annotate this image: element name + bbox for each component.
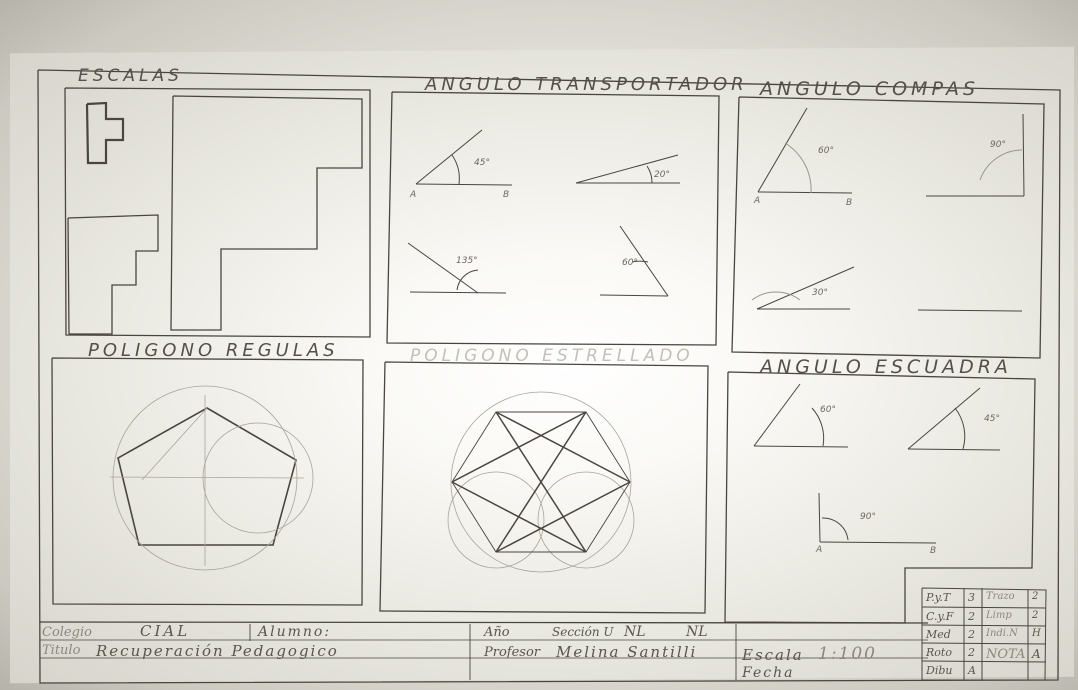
transportador-angle-2: 20°: [654, 170, 670, 180]
grade-med-value: 2: [968, 628, 975, 641]
escala-small: [85, 101, 125, 165]
panel-transportador: [386, 91, 720, 346]
profesor-value: Melina Santilli: [556, 643, 698, 661]
grade-pyt-value: 3: [968, 591, 975, 604]
seccion-label: Sección U: [552, 625, 614, 639]
grade-dibu-value: A: [968, 664, 976, 677]
title-escalas: ESCALAS: [78, 66, 183, 86]
transportador-point-b: B: [503, 190, 510, 200]
panel-escuadra: [724, 371, 1036, 624]
escala-label: Escala: [742, 646, 804, 664]
grade-limpio-label: Limp: [986, 610, 1012, 621]
title-poligono-regular: POLIGONO REGULAS: [88, 340, 339, 361]
outer-border: [37, 69, 1061, 684]
panel-poligono-estrellado: [379, 361, 709, 614]
escuadra-point-b: B: [930, 546, 937, 556]
grade-nota-value: A: [1032, 647, 1041, 661]
nl2-label: NL: [686, 624, 708, 640]
colegio-label: Colegio: [42, 625, 92, 640]
panel-poligono-regular: [51, 357, 364, 606]
grade-cyf-value: 2: [968, 610, 975, 623]
panel-compas: [731, 96, 1045, 359]
pentagon: [117, 407, 297, 546]
grade-dibu-label: Dibu: [926, 664, 953, 677]
compas-point-b: B: [846, 198, 853, 208]
grade-roto-label: Roto: [926, 646, 952, 659]
compas-point-a: A: [754, 196, 761, 206]
nl-label: NL: [624, 624, 646, 640]
transportador-point-a: A: [410, 190, 417, 200]
grade-limpio-value: 2: [1032, 610, 1039, 621]
escala-value: 1:100: [818, 644, 877, 664]
grade-indice-value: H: [1032, 628, 1041, 639]
compas-angle-2: 90°: [990, 140, 1006, 150]
grade-med-label: Med: [926, 628, 951, 641]
transportador-angle-3: 135°: [456, 256, 478, 266]
panel-escalas: [64, 87, 371, 338]
escuadra-angle-1: 60°: [820, 405, 836, 415]
escala-large: [170, 95, 363, 331]
grades-table: [921, 587, 1047, 681]
grade-nota-label: NOTA: [986, 647, 1026, 662]
compas-angle-1: 60°: [818, 146, 834, 156]
grade-cyf-label: C.y.F: [926, 610, 954, 623]
title-angulo-transportador: ANGULO TRANSPORTADOR: [425, 74, 748, 95]
anio-label: Año: [484, 625, 510, 640]
titulo-label: Titulo: [42, 643, 81, 658]
escuadra-angle-2: 45°: [984, 414, 1000, 424]
grade-indice-label: Indi.N: [986, 628, 1018, 639]
colegio-value: CIAL: [140, 622, 191, 640]
escala-medium: [67, 214, 159, 335]
grade-pyt-label: P.y.T: [926, 591, 951, 604]
fecha-label: Fecha: [742, 665, 795, 681]
transportador-angle-4: 60°: [622, 258, 638, 268]
grade-roto-value: 2: [968, 646, 975, 659]
transportador-angle-1: 45°: [474, 158, 490, 168]
title-angulo-escuadra: ANGULO ESCUADRA: [760, 356, 1012, 378]
title-poligono-estrellado: POLIGONO ESTRELLADO: [410, 346, 694, 366]
titulo-value: Recuperación Pedagogico: [96, 642, 339, 660]
alumno-label: Alumno:: [258, 624, 332, 640]
escuadra-angle-3: 90°: [860, 512, 876, 522]
title-angulo-compas: ANGULO COMPAS: [760, 78, 980, 100]
grade-trazo-label: Trazo: [986, 591, 1015, 602]
escuadra-point-a: A: [816, 545, 823, 555]
profesor-label: Profesor: [484, 645, 541, 660]
compas-angle-3: 30°: [812, 288, 828, 298]
grade-trazo-value: 2: [1032, 591, 1039, 602]
